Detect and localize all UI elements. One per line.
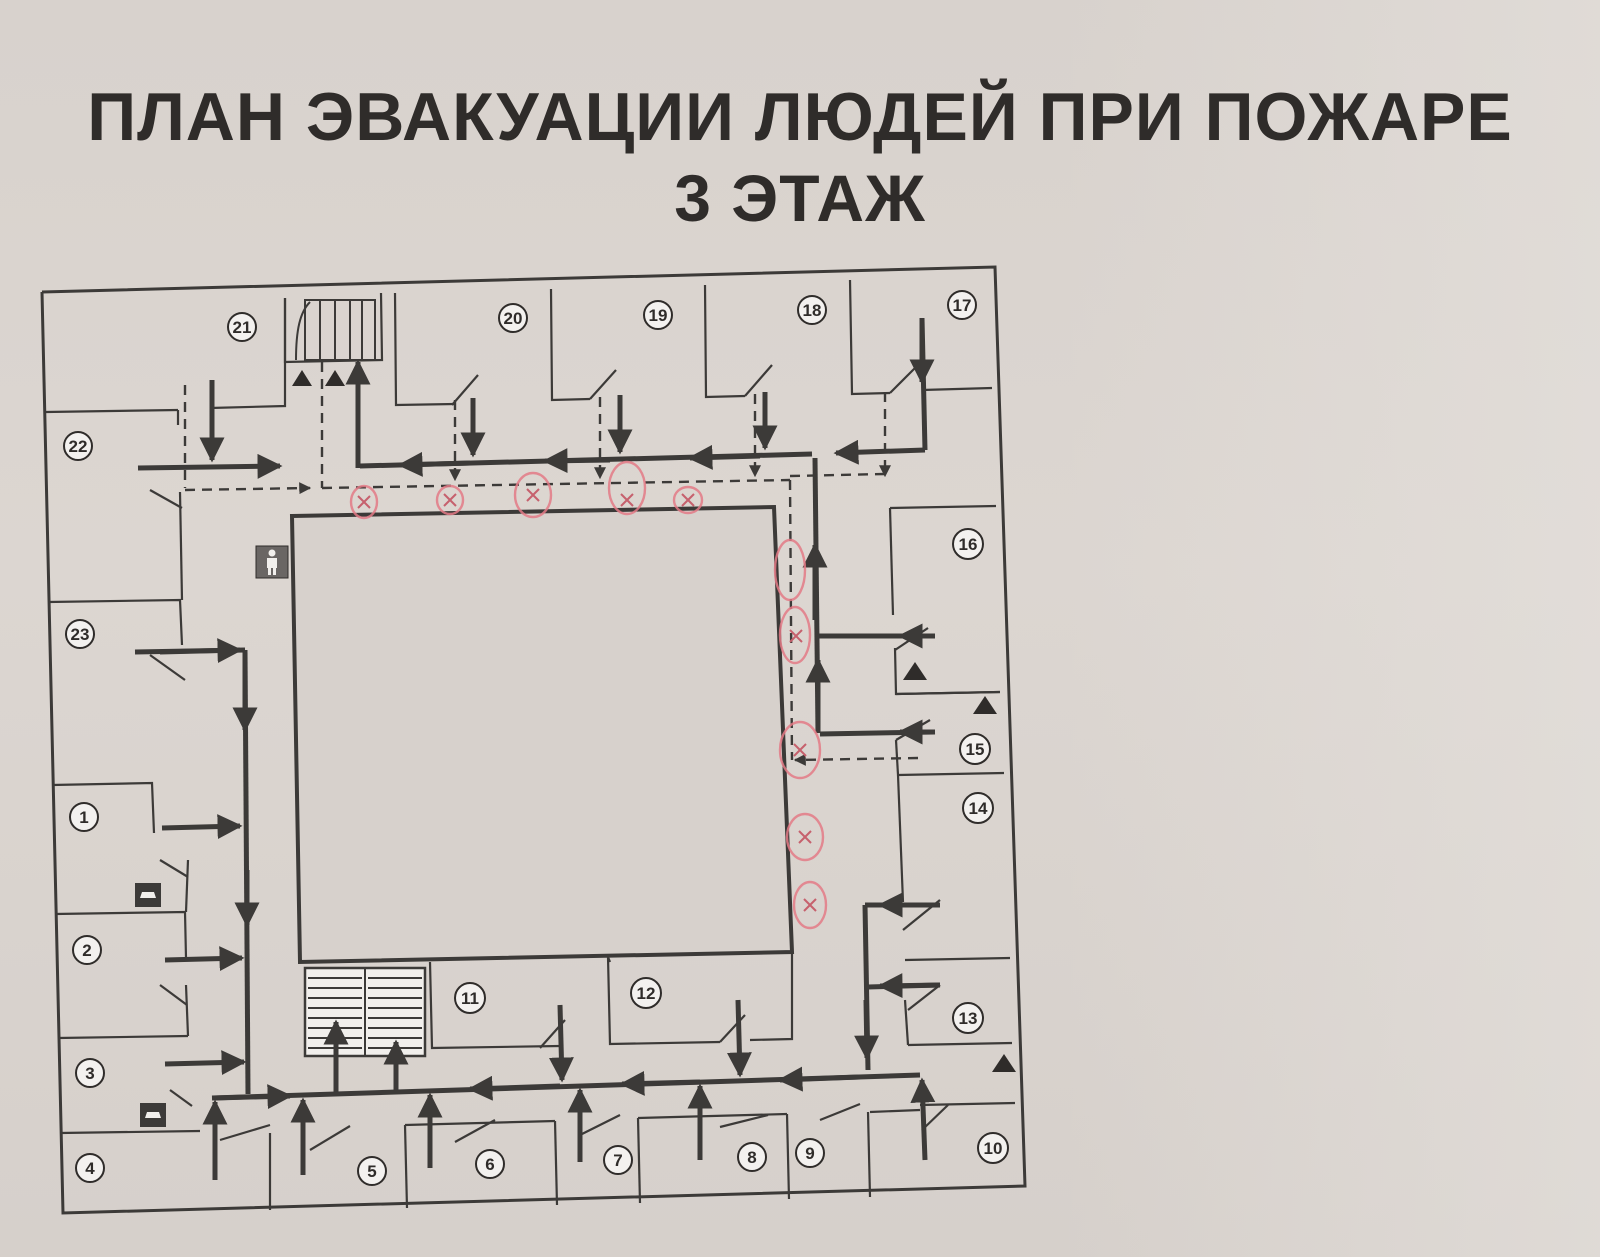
room-number-3: 3 [75, 1058, 105, 1088]
stairs-top [295, 299, 376, 361]
paper-edge-shade [1060, 0, 1600, 1257]
svg-text:21: 21 [233, 318, 252, 337]
room-number-11: 11 [454, 982, 486, 1014]
svg-text:23: 23 [71, 625, 90, 644]
svg-text:17: 17 [953, 296, 972, 315]
svg-text:5: 5 [367, 1162, 376, 1181]
svg-text:12: 12 [637, 984, 656, 1003]
svg-text:22: 22 [69, 437, 88, 456]
room-partitions [45, 279, 1016, 1210]
svg-text:13: 13 [959, 1009, 978, 1028]
room-number-17: 17 [947, 290, 977, 320]
svg-text:11: 11 [461, 989, 479, 1008]
person-icon [255, 545, 289, 579]
svg-text:16: 16 [959, 535, 978, 554]
svg-text:8: 8 [747, 1148, 756, 1167]
fire-extinguisher-triangle-icon [292, 370, 1016, 1072]
room-number-9: 9 [795, 1138, 825, 1168]
svg-text:19: 19 [649, 306, 668, 325]
pen-marks [349, 460, 828, 930]
svg-text:15: 15 [966, 740, 985, 759]
room-number-6: 6 [475, 1149, 505, 1179]
phone-icon [140, 1103, 166, 1127]
svg-text:7: 7 [613, 1151, 622, 1170]
room-number-12: 12 [630, 977, 662, 1009]
room-number-16: 16 [952, 528, 984, 560]
stairs-bottom [303, 966, 427, 1058]
reserve-routes [183, 362, 919, 766]
room-numbers: 21 20 19 18 17 22 23 16 15 14 13 10 1 2 … [63, 290, 1009, 1186]
room-number-7: 7 [603, 1145, 633, 1175]
svg-text:18: 18 [803, 301, 822, 320]
room-number-21: 21 [227, 312, 257, 342]
courtyard [289, 504, 795, 965]
phone-icon [135, 883, 161, 907]
svg-text:10: 10 [984, 1139, 1003, 1158]
room-number-2: 2 [72, 935, 102, 965]
evacuation-routes [134, 317, 941, 1180]
svg-text:6: 6 [485, 1155, 494, 1174]
svg-text:2: 2 [82, 941, 91, 960]
room-number-22: 22 [63, 431, 93, 461]
svg-text:4: 4 [85, 1159, 95, 1178]
floor-title: 3 ЭТАЖ [674, 161, 926, 235]
room-number-14: 14 [962, 792, 994, 824]
room-number-15: 15 [959, 733, 991, 765]
room-number-4: 4 [75, 1153, 105, 1183]
plan-title: ПЛАН ЭВАКУАЦИИ ЛЮДЕЙ ПРИ ПОЖАРЕ [87, 79, 1513, 155]
outer-walls [40, 265, 1027, 1215]
svg-text:14: 14 [969, 799, 988, 818]
room-number-18: 18 [797, 295, 827, 325]
room-number-8: 8 [737, 1142, 767, 1172]
room-number-5: 5 [357, 1156, 387, 1186]
svg-text:3: 3 [85, 1064, 94, 1083]
svg-text:20: 20 [504, 309, 523, 328]
room-number-13: 13 [952, 1002, 984, 1034]
room-number-10: 10 [977, 1132, 1009, 1164]
room-number-1: 1 [69, 802, 99, 832]
room-number-20: 20 [498, 303, 528, 333]
room-number-23: 23 [65, 619, 95, 649]
room-number-19: 19 [643, 300, 673, 330]
svg-text:1: 1 [79, 808, 88, 827]
svg-text:9: 9 [805, 1144, 814, 1163]
